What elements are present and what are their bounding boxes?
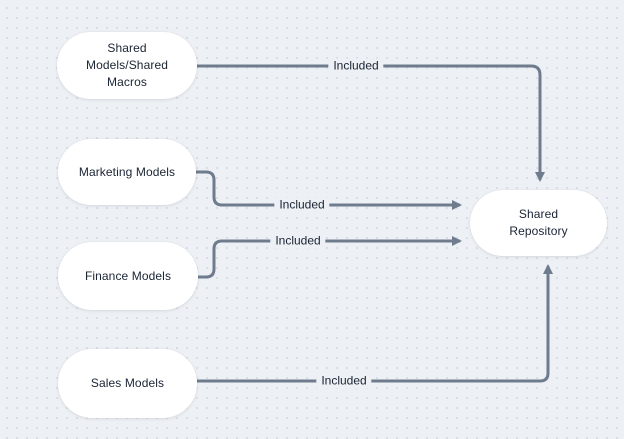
edge-finance-models-to-repository[interactable] bbox=[198, 236, 462, 279]
node-label: Shared Repository bbox=[509, 207, 568, 238]
node-finance-models[interactable]: Finance Models bbox=[58, 242, 198, 310]
node-shared-models-shared-macros[interactable]: Shared Models/Shared Macros bbox=[57, 32, 197, 99]
node-label: Shared Models/Shared Macros bbox=[85, 41, 168, 89]
edge-marketing-models-to-repository[interactable] bbox=[196, 170, 462, 210]
node-label: Sales Models bbox=[90, 376, 165, 390]
node-sales-models[interactable]: Sales Models bbox=[58, 349, 197, 418]
edge-label-included-marketing[interactable]: Included bbox=[274, 197, 330, 213]
edge-label-included-shared-models[interactable]: Included bbox=[328, 58, 384, 74]
edge-shared-models-to-repository[interactable] bbox=[197, 64, 545, 182]
node-label: Finance Models bbox=[84, 268, 172, 283]
node-shared-repository[interactable]: Shared Repository bbox=[470, 190, 607, 256]
node-marketing-models[interactable]: Marketing Models bbox=[58, 139, 196, 205]
edge-label-included-sales[interactable]: Included bbox=[316, 373, 372, 389]
edge-sales-models-to-repository[interactable] bbox=[197, 264, 553, 383]
edge-label-included-finance[interactable]: Included bbox=[270, 233, 326, 249]
node-label: Marketing Models bbox=[78, 164, 176, 179]
